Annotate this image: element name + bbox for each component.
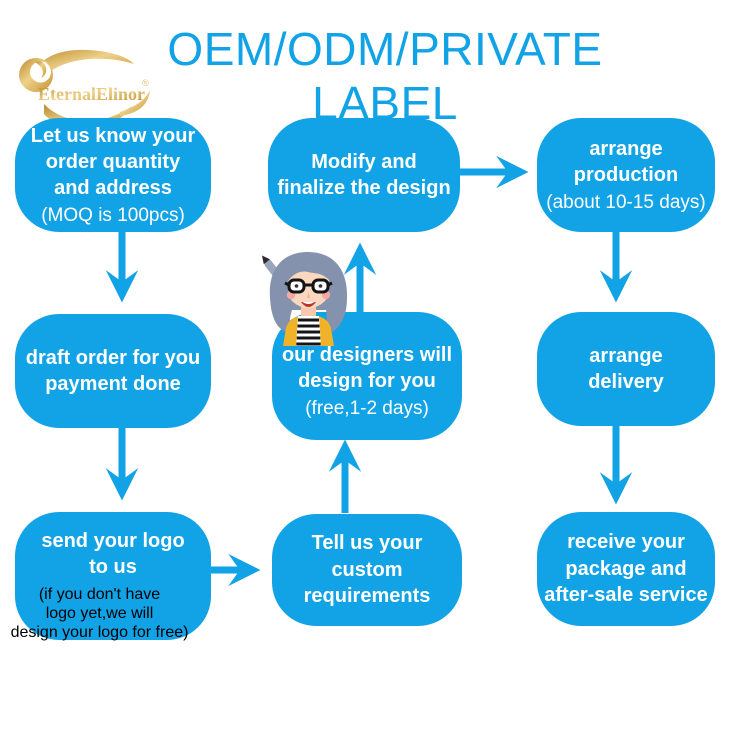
flow-step-order-quantity: Let us know your order quantity and addr…: [15, 118, 211, 232]
flow-step-designers: our designers will design for you (free,…: [272, 312, 462, 440]
flow-step-draft-order: draft order for you payment done: [15, 314, 211, 428]
step-main-text: draft order for you payment done: [25, 346, 201, 395]
flow-step-arrange-delivery: arrange delivery: [537, 312, 715, 426]
logo-wordmark: EternalElinor: [38, 84, 145, 104]
flow-step-arrange-production: arrange production (about 10-15 days): [537, 118, 715, 232]
step-main-text: arrange production: [573, 137, 679, 187]
step-main-text: our designers will design for you: [281, 343, 453, 393]
logo-registered-mark: ®: [142, 78, 149, 88]
step-main-text: Modify and finalize the design: [277, 150, 451, 199]
step-main-text: arrange delivery: [588, 344, 664, 393]
step-sub-text: (MOQ is 100pcs): [41, 204, 185, 226]
step-main-text: Let us know your order quantity and addr…: [30, 124, 196, 200]
designer-avatar-illustration: [261, 252, 348, 346]
flow-step-send-logo: send your logo to us (if you don't have …: [11, 512, 211, 641]
striped-shirt: [296, 316, 321, 346]
flow-step-receive-package: receive your package and after-sale serv…: [537, 512, 715, 626]
step-main-text: send your logo to us: [41, 530, 185, 579]
page-title: OEM/ODM/PRIVATE LABEL: [167, 23, 603, 129]
step-sub-text: (free,1-2 days): [305, 397, 429, 419]
flow-step-custom-requirements: Tell us your custom requirements: [272, 514, 462, 626]
step-note-text: (if you don't have logo yet,we will desi…: [10, 585, 189, 642]
step-sub-text: (about 10-15 days): [546, 191, 706, 213]
step-main-text: Tell us your custom requirements: [303, 532, 431, 608]
step-main-text: receive your package and after-sale serv…: [544, 531, 708, 607]
flow-step-modify-design: Modify and finalize the design: [268, 118, 460, 232]
